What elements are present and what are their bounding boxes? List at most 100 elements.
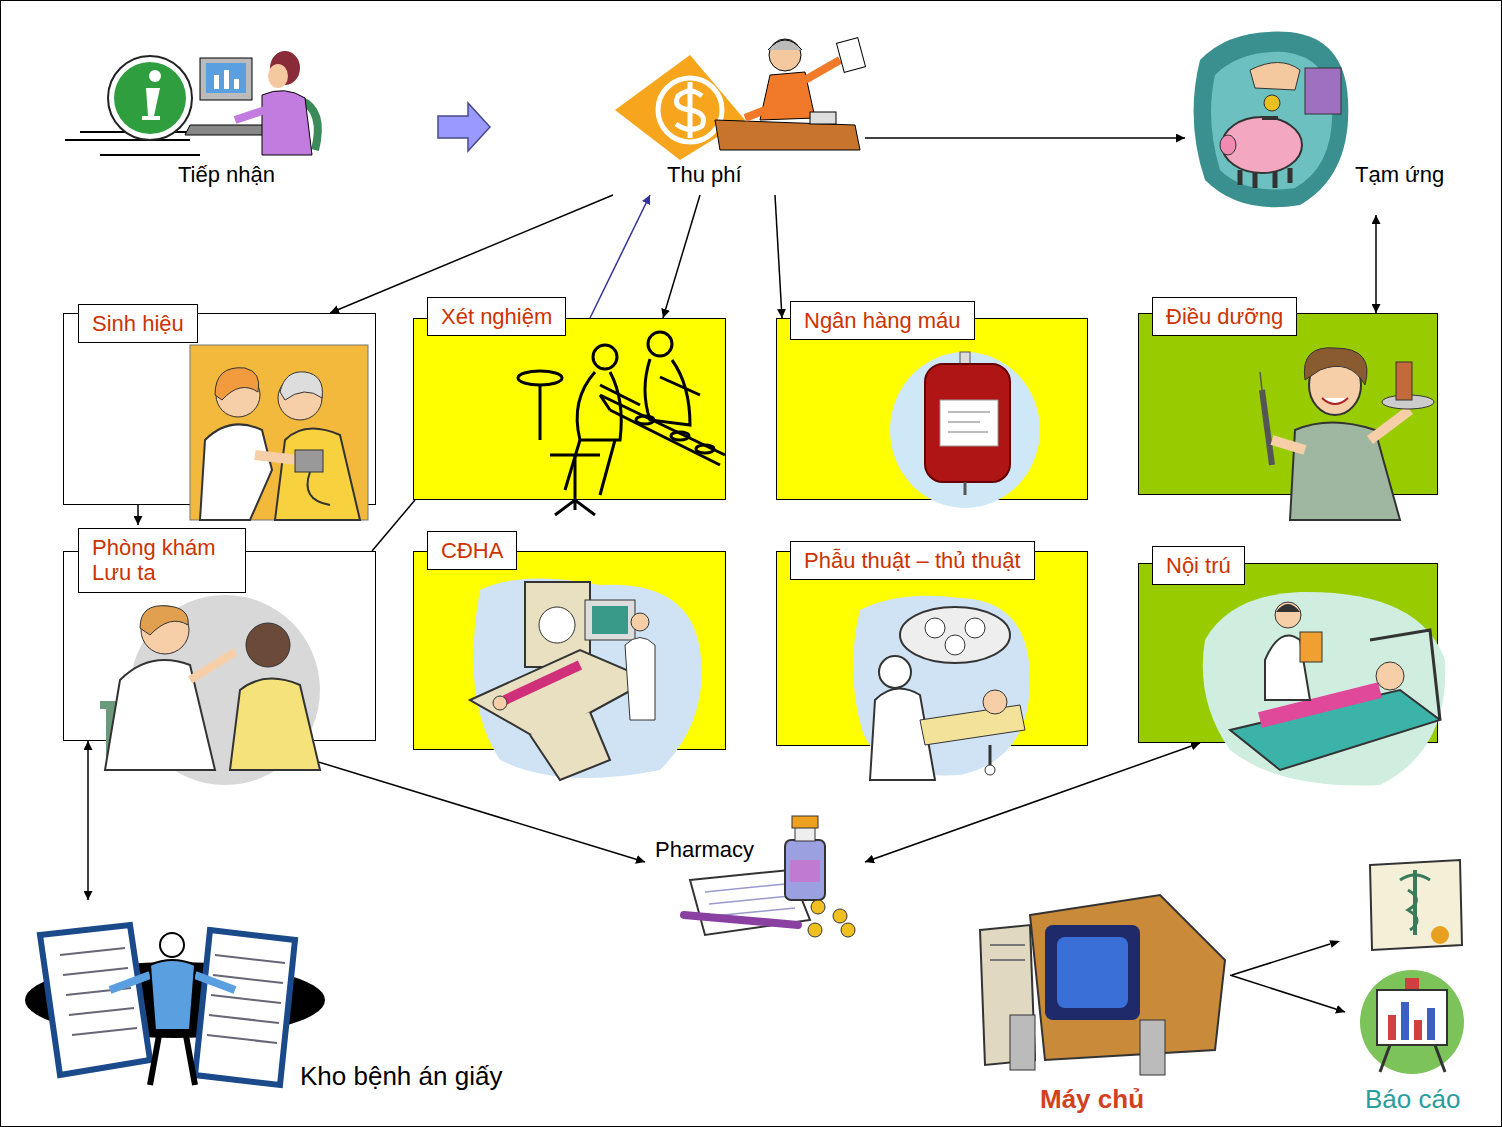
drawing-part: [262, 91, 312, 155]
department-label: CĐHA: [427, 531, 517, 570]
drawing-part: [1264, 95, 1280, 111]
drawing-part: [214, 75, 219, 89]
drawing-part: [676, 82, 704, 138]
drawing-part: [631, 613, 649, 631]
drawing-part: [1222, 117, 1302, 173]
drawing-part: [278, 376, 322, 420]
drawing-part: [470, 650, 650, 740]
drawing-part: [684, 915, 798, 925]
drawing-part: [1401, 1002, 1409, 1040]
drawing-part: [1276, 604, 1300, 612]
drawing-part: [108, 56, 192, 140]
drawing-part: [1305, 68, 1341, 114]
drawing-part: [1030, 895, 1225, 1060]
drawing-part: [745, 110, 765, 118]
drawing-part: [1400, 875, 1430, 880]
drawing-part: [1431, 926, 1449, 944]
drawing-part: [592, 606, 628, 634]
department-box: Ngân hàng máu: [776, 318, 1088, 500]
drawing-part: [275, 429, 360, 520]
drawing-part: [577, 372, 621, 440]
drawing-part: [983, 690, 1007, 714]
drawing-part: [1290, 423, 1400, 521]
drawing-part: [1140, 1020, 1165, 1075]
drawing-part: [593, 345, 617, 369]
drawing-part: [948, 412, 990, 432]
drawing-part: [989, 745, 992, 765]
drawing-part: [539, 607, 575, 643]
drawing-part: [1377, 990, 1447, 1045]
advance-payment-station: Tạm ứng: [1185, 25, 1475, 215]
drawing-part: [185, 125, 300, 135]
drawing-part: [648, 332, 672, 356]
cashier-station: Thu phí: [496, 28, 865, 195]
station-label: Thu phí: [667, 162, 742, 187]
flow-arrow: [87, 741, 89, 900]
drawing-part: [525, 582, 590, 667]
station-label: Tạm ứng: [1355, 162, 1444, 187]
drawing-part: [1232, 944, 1330, 975]
drawing-part: [207, 955, 285, 1043]
drawing-part: [870, 689, 935, 780]
drawing-part: [1010, 1015, 1035, 1070]
drawing-part: [230, 679, 320, 770]
station-label: Kho bệnh án giấy: [300, 1062, 502, 1092]
drawing-part: [60, 948, 137, 1035]
drawing-part: [1057, 937, 1128, 1008]
drawing-part: [1396, 362, 1412, 400]
drawing-part: [25, 962, 325, 1038]
flow-arrow: [775, 195, 782, 318]
drawing-part: [1260, 372, 1262, 390]
drawing-part: [1309, 355, 1361, 415]
drawing-part: [645, 359, 700, 425]
drawing-part: [690, 870, 810, 935]
department-box: CĐHA: [413, 551, 726, 750]
drawing-part: [833, 909, 847, 923]
drawing-part: [940, 400, 998, 446]
department-label: Nội trú: [1152, 546, 1245, 585]
drawing-part: [105, 660, 215, 770]
station-label: Tiếp nhận: [178, 162, 275, 187]
drawing-part: [920, 705, 1025, 745]
drawing-part: [200, 424, 272, 520]
drawing-part: [141, 606, 189, 654]
drawing-part: [270, 51, 300, 85]
drawing-part: [473, 579, 701, 778]
flow-arrow: [250, 741, 645, 862]
drawing-part: [195, 930, 295, 1085]
drawing-part: [1382, 395, 1434, 409]
drawing-part: [836, 38, 865, 73]
department-box: Điều dưỡng: [1138, 313, 1438, 495]
drawing-part: [206, 63, 246, 93]
drawing-part: [308, 472, 331, 505]
drawing-part: [114, 62, 186, 134]
drawing-part: [268, 64, 288, 88]
department-box: Phẫu thuật – thủ thuật: [776, 551, 1088, 746]
drawing-part: [1414, 1020, 1422, 1040]
drawing-part: [1272, 440, 1305, 450]
flow-arrow: [1230, 975, 1345, 1012]
drawing-part: [1194, 32, 1349, 208]
department-label: Sinh hiệu: [78, 304, 198, 343]
department-label: Ngân hàng máu: [790, 301, 975, 340]
drawing-part: [900, 607, 1010, 663]
drawing-part: [600, 395, 725, 465]
reception-station: Tiếp nhận: [60, 35, 432, 200]
drawing-part: [769, 39, 801, 71]
drawing-part: [255, 455, 315, 462]
drawing-part: [1370, 630, 1440, 720]
drawing-part: [150, 1030, 195, 1085]
drawing-part: [1260, 690, 1380, 720]
drawing-part: [40, 925, 150, 1075]
drawing-part: [140, 606, 188, 635]
department-box: Xét nghiệm: [413, 318, 726, 500]
station-label: Pharmacy: [655, 837, 754, 862]
drawing-part: [1370, 860, 1462, 950]
drawing-part: [810, 112, 836, 124]
drawing-part: [1250, 63, 1300, 91]
drawing-part: [671, 432, 689, 440]
drawing-part: [811, 900, 825, 914]
drawing-part: [805, 60, 840, 80]
station-label: Báo cáo: [1365, 1085, 1460, 1115]
